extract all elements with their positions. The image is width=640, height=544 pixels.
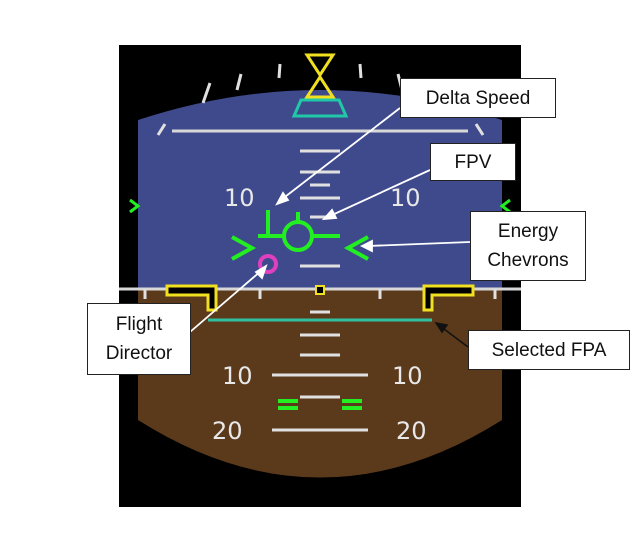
callout-flight-director-line2: Director — [105, 343, 173, 364]
sky — [138, 90, 502, 289]
bank-tick-right-1 — [358, 63, 363, 79]
callout-flight-director: Flight Director — [87, 303, 191, 375]
aircraft-reference-left-wing — [165, 284, 218, 312]
leader-flight-director-arrowhead — [254, 263, 268, 280]
horizon-ticks — [143, 289, 497, 299]
bank-tick-left-2 — [235, 73, 243, 91]
leader-delta-speed — [280, 107, 401, 201]
energy-chevron-left — [231, 235, 257, 261]
pitch-label-minus-20-right: 20 — [396, 417, 427, 445]
leader-selected-fpa-group — [434, 321, 469, 348]
energy-chevron-right — [343, 235, 369, 261]
delta-speed-bar — [258, 210, 280, 238]
aircraft-reference-right-wing — [422, 284, 475, 312]
callout-energy-chevrons-line1: Energy — [497, 221, 559, 242]
leader-fpv — [329, 169, 431, 217]
callout-energy-chevrons-line2: Chevrons — [487, 250, 569, 271]
callout-delta-speed-label: Delta Speed — [425, 87, 531, 109]
pitch-label-minus-10-right: 10 — [392, 362, 423, 390]
callout-fpv-label: FPV — [454, 151, 492, 173]
callout-energy-chevrons: Energy Chevrons — [470, 211, 586, 281]
pitch-label-plus-10-left: 10 — [224, 184, 255, 212]
leader-fpv-arrowhead — [321, 208, 338, 221]
bank-tick-left-4 — [156, 123, 167, 136]
leader-flight-director — [189, 269, 263, 333]
side-marker-left — [129, 198, 141, 214]
flight-director-bars — [278, 399, 362, 410]
bank-index-trapezoid — [291, 98, 349, 118]
pitch-label-plus-10-right: 10 — [390, 184, 421, 212]
pitch-label-minus-20-left: 20 — [212, 417, 243, 445]
bank-pointer — [304, 53, 336, 99]
bank-tick-left-1 — [201, 82, 212, 104]
leader-energy-chevrons-arrowhead — [359, 239, 373, 253]
leader-selected-fpa-arrowhead — [434, 321, 449, 334]
bank-tick-left-3 — [277, 63, 282, 79]
callout-selected-fpa: Selected FPA — [468, 330, 630, 370]
callout-delta-speed: Delta Speed — [400, 78, 556, 118]
pitch-label-minus-10-left: 10 — [222, 362, 253, 390]
callout-flight-director-line1: Flight — [115, 314, 163, 335]
aircraft-reference-center-dot — [315, 285, 325, 295]
leader-energy-chevrons — [367, 241, 471, 247]
callout-selected-fpa-label: Selected FPA — [491, 339, 607, 361]
attitude-sphere — [138, 90, 502, 478]
side-marker-right — [499, 198, 511, 214]
pitch-ladder — [272, 149, 368, 432]
flight-path-vector — [280, 212, 340, 252]
callout-fpv: FPV — [430, 143, 516, 181]
bank-tick-right-4 — [474, 123, 485, 136]
callout-leaders — [189, 107, 471, 333]
leader-delta-speed-arrowhead — [275, 191, 290, 206]
flight-director-symbol — [258, 254, 278, 274]
